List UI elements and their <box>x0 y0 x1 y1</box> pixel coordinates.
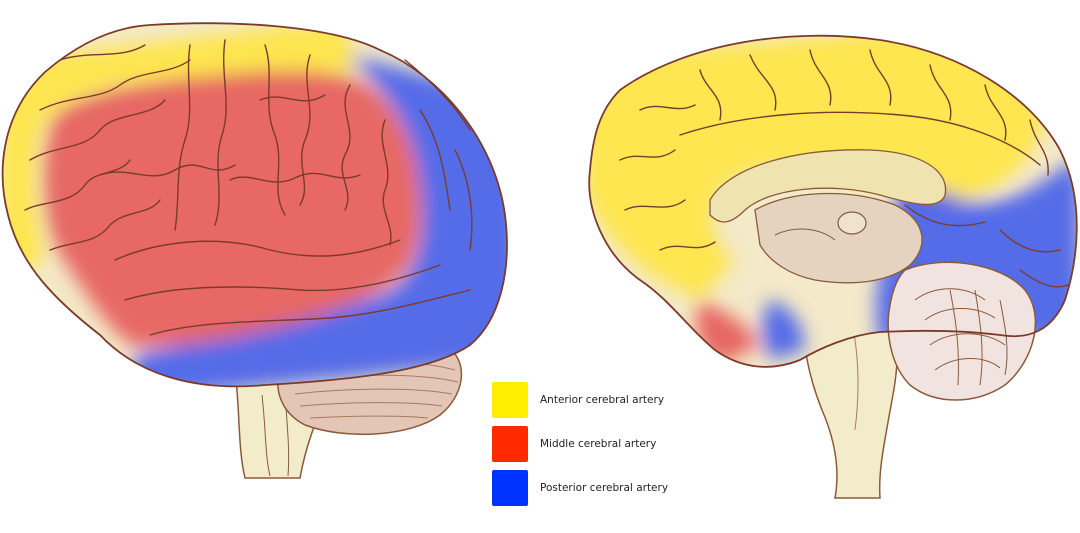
lateral-anterior-territory <box>2 23 360 280</box>
corpus-callosum <box>709 149 947 223</box>
middle-color-swatch <box>492 426 528 462</box>
legend-label-middle: Middle cerebral artery <box>540 438 657 450</box>
lateral-view <box>1 22 508 479</box>
legend-item-anterior: Anterior cerebral artery <box>492 381 664 419</box>
medial-sulci <box>619 49 1069 288</box>
legend-item-posterior: Posterior cerebral artery <box>492 469 668 507</box>
medial-view <box>588 34 1078 499</box>
lateral-posterior-territory <box>130 55 507 387</box>
legend-label-posterior: Posterior cerebral artery <box>540 482 669 494</box>
thalamus-region <box>754 192 923 284</box>
legend-item-middle: Middle cerebral artery <box>492 425 656 463</box>
lateral-middle-territory <box>43 70 421 346</box>
legend-label-anterior: Anterior cerebral artery <box>540 394 665 406</box>
posterior-color-swatch <box>492 470 528 506</box>
anterior-color-swatch <box>492 382 528 418</box>
lateral-sulci <box>24 39 473 336</box>
